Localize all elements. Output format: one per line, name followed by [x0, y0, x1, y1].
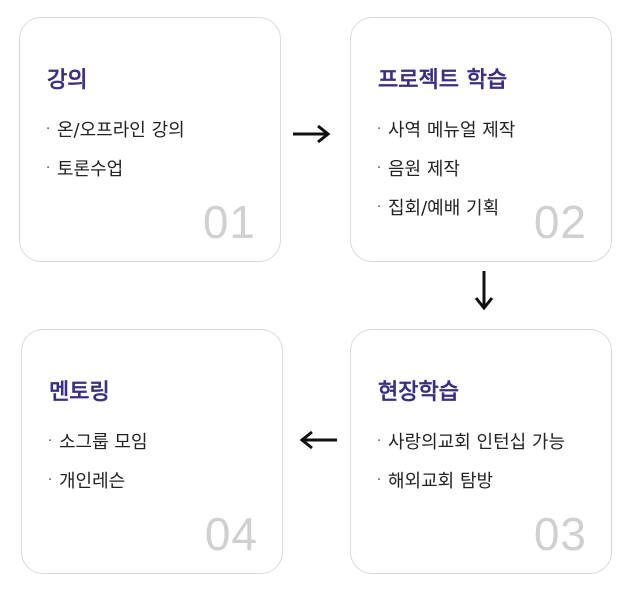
- step-title: 강의: [47, 68, 88, 93]
- step-item: ·해외교회 탐방: [377, 471, 494, 492]
- step-items: ·사랑의교회 인턴십 가능 ·해외교회 탐방: [377, 430, 565, 508]
- step-item: ·개인레슨: [48, 471, 126, 492]
- bullet-icon: ·: [377, 434, 382, 449]
- bullet-icon: ·: [377, 473, 382, 488]
- step-item: ·집회/예배 기획: [377, 198, 500, 219]
- step-item: ·토론수업: [46, 159, 124, 180]
- step-card-4: 멘토링 ·소그룹 모임 ·개인레슨 04: [21, 329, 283, 574]
- step-number: 02: [533, 196, 587, 248]
- bullet-icon: ·: [48, 434, 53, 449]
- arrow-down-icon: [474, 271, 494, 311]
- step-items: ·소그룹 모임 ·개인레슨: [48, 430, 148, 508]
- step-item: ·사역 메뉴얼 제작: [377, 120, 516, 141]
- step-card-2: 프로젝트 학습 ·사역 메뉴얼 제작 ·음원 제작 ·집회/예배 기획 02: [350, 17, 612, 262]
- arrow-right-icon: [293, 124, 331, 144]
- step-card-1: 강의 ·온/오프라인 강의 ·토론수업 01: [19, 17, 281, 262]
- step-title: 멘토링: [49, 380, 110, 405]
- step-item: ·소그룹 모임: [48, 432, 148, 453]
- step-title: 현장학습: [378, 380, 459, 405]
- bullet-icon: ·: [46, 161, 51, 176]
- bullet-icon: ·: [48, 473, 53, 488]
- step-number: 01: [202, 196, 256, 248]
- step-item: ·온/오프라인 강의: [46, 120, 185, 141]
- step-items: ·온/오프라인 강의 ·토론수업: [46, 118, 185, 196]
- bullet-icon: ·: [377, 122, 382, 137]
- step-item: ·음원 제작: [377, 159, 460, 180]
- step-item: ·사랑의교회 인턴십 가능: [377, 432, 566, 453]
- step-items: ·사역 메뉴얼 제작 ·음원 제작 ·집회/예배 기획: [377, 118, 515, 235]
- bullet-icon: ·: [46, 122, 51, 137]
- bullet-icon: ·: [377, 161, 382, 176]
- step-card-3: 현장학습 ·사랑의교회 인턴십 가능 ·해외교회 탐방 03: [350, 329, 612, 574]
- step-number: 03: [533, 508, 587, 560]
- step-title: 프로젝트 학습: [378, 68, 508, 93]
- bullet-icon: ·: [377, 200, 382, 215]
- arrow-left-icon: [299, 430, 337, 450]
- step-number: 04: [204, 508, 258, 560]
